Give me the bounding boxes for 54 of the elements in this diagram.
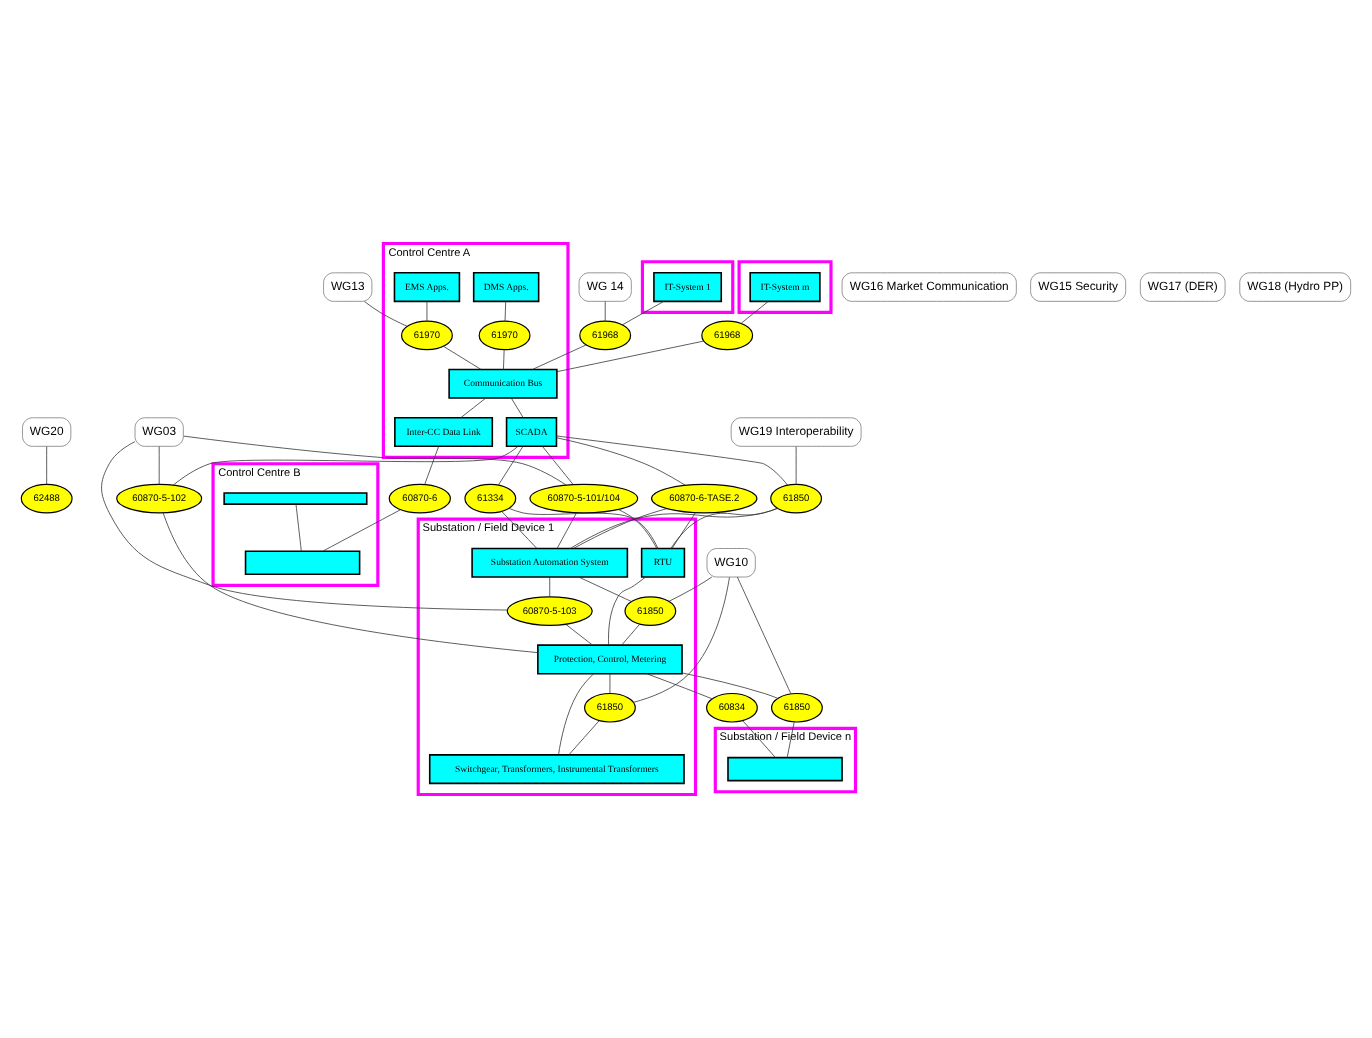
connector: [786, 721, 795, 758]
connector: [101, 441, 508, 611]
connector: [364, 301, 408, 327]
connector: [504, 301, 507, 322]
connector: [556, 437, 686, 486]
connector: [424, 446, 439, 485]
node-box: [244, 550, 361, 576]
connector: [668, 576, 713, 602]
connector: [508, 507, 659, 549]
connector: [558, 673, 594, 756]
connector: [443, 345, 482, 370]
connector: [183, 435, 567, 486]
connector: [556, 340, 705, 373]
connector: [742, 720, 776, 758]
connector: [158, 446, 160, 485]
node-box: [727, 756, 843, 782]
connector: [501, 511, 538, 549]
connector: [460, 397, 487, 419]
connector: [172, 446, 519, 486]
connector: [569, 507, 778, 549]
connector: [617, 509, 658, 549]
connector: [622, 301, 665, 326]
connector: [510, 397, 524, 418]
connector: [621, 623, 641, 646]
connector: [609, 673, 611, 694]
connector: [542, 446, 574, 485]
connector: [795, 446, 797, 485]
connector: [498, 446, 524, 486]
connector: [556, 435, 788, 486]
node-bar: [223, 492, 368, 505]
connector: [670, 507, 778, 549]
connector: [503, 349, 505, 370]
connector: [633, 576, 730, 703]
connector: [740, 301, 769, 324]
cluster: [640, 260, 735, 314]
connector: [573, 508, 667, 549]
connector: [565, 624, 593, 646]
connector: [549, 576, 551, 598]
connector: [568, 720, 600, 756]
connector: [671, 512, 696, 549]
connector: [608, 576, 647, 646]
connector: [532, 344, 587, 370]
connector: [556, 512, 577, 549]
connector: [295, 503, 302, 552]
cluster: [737, 260, 833, 314]
connector: [426, 301, 428, 322]
connector: [162, 512, 539, 653]
connector: [681, 672, 778, 699]
connector: [604, 301, 606, 322]
connector: [646, 673, 713, 700]
connector: [46, 446, 48, 485]
connector: [736, 576, 792, 695]
connector: [322, 509, 401, 552]
connector: [578, 576, 632, 602]
